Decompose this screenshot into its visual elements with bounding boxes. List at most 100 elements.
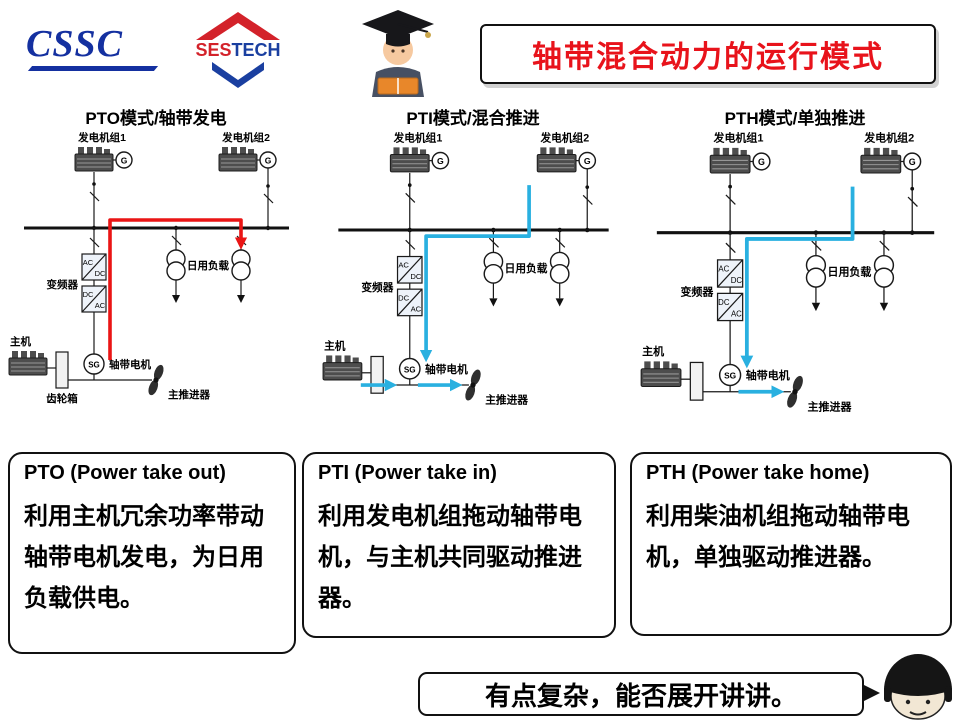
- meme-face-hair-side: [945, 686, 952, 702]
- daily-load-branches: 日用负载: [483, 229, 570, 307]
- generator-set-2: 发电机组2 G: [218, 131, 277, 228]
- main-engine-and-shaft: 主机 齿轮箱 SG 轴带电机 主推进器: [8, 335, 210, 405]
- bus-bar: [24, 225, 289, 231]
- generator2-engine-icon: [536, 146, 577, 173]
- meme-face-mouth: [909, 711, 927, 716]
- graduate-eye: [391, 49, 395, 53]
- sestech-text-tech: TECH: [232, 40, 281, 60]
- load-arrow-icon: [237, 295, 245, 303]
- speech-bubble-tail: [862, 684, 880, 702]
- shaft-motor-label: 轴带电机: [109, 358, 151, 371]
- load-arrow-icon: [811, 302, 821, 312]
- main-engine-and-shaft: 主机 SG 轴带电机 主推进器: [322, 339, 528, 406]
- gearbox-icon: [689, 361, 704, 401]
- gearbox-label: 齿轮箱: [46, 392, 78, 405]
- description-heading: PTI (Power take in): [318, 462, 497, 484]
- description-body: 利用主机冗余功率带动轴带电机发电，为日用负载供电。: [24, 503, 264, 612]
- generator2-label: 发电机组2: [221, 131, 270, 144]
- transformer-icon: [873, 267, 895, 288]
- sestech-text-ses: SES: [195, 40, 231, 60]
- graduate-icon: [362, 10, 434, 97]
- sestech-chevron-shape: [212, 62, 264, 88]
- generator2-g-mark: G: [265, 156, 272, 166]
- sg-mark: SG: [404, 365, 416, 374]
- generator-set-1: 发电机组1 G: [389, 131, 450, 230]
- transformer-icon: [805, 267, 827, 288]
- daily-load-branches: 日用负载: [166, 228, 251, 303]
- breaker-icon: [171, 235, 182, 246]
- breaker-icon: [811, 240, 822, 251]
- sg-mark: SG: [88, 361, 100, 370]
- pti-description-box: PTI (Power take in) 利用发电机组拖动轴带电机，与主机共同驱动…: [302, 452, 616, 638]
- generator1-g-mark: G: [121, 156, 128, 166]
- breaker-icon: [263, 193, 274, 204]
- dc-label: DC: [398, 293, 410, 302]
- generator1-engine-icon: [389, 146, 430, 173]
- daily-load-label: 日用负载: [505, 262, 548, 275]
- transformer-icon: [549, 263, 570, 284]
- description-body: 利用柴油机组拖动轴带电机，单独驱动推进器。: [646, 503, 910, 571]
- slide-title: 轴带混合动力的运行模式: [532, 41, 884, 74]
- single-line-diagram: 发电机组1 G 发电机组2 G: [8, 131, 289, 405]
- transformer-icon: [166, 261, 186, 281]
- speech-bubble-text: 有点复杂，能否展开讲讲。: [484, 680, 797, 711]
- description-body: 利用发电机组拖动轴带电机，与主机共同驱动推进器。: [318, 503, 582, 612]
- breaker-icon: [405, 192, 416, 203]
- load-arrow-icon: [489, 298, 498, 307]
- shaft-motor-label: 轴带电机: [746, 368, 790, 382]
- generator2-label: 发电机组2: [863, 131, 914, 145]
- main-engine-icon: [8, 350, 48, 376]
- graduate-eye: [401, 49, 405, 53]
- gearbox-icon: [370, 355, 384, 394]
- load-arrow-icon: [555, 298, 564, 307]
- daily-load-label: 日用负载: [187, 259, 229, 272]
- dc-label: DC: [95, 269, 106, 278]
- diagram-pth: PTH模式/单独推进 发电机组1 G 发电机组2 G: [638, 104, 952, 465]
- generator1-label: 发电机组1: [393, 131, 443, 144]
- sestech-logo: SESTECH: [195, 12, 281, 88]
- cssc-logo: CSSC: [26, 22, 166, 74]
- power-flow-overlay: [738, 186, 855, 399]
- converter-label: 变频器: [680, 284, 714, 298]
- breaker-icon: [488, 237, 499, 248]
- description-heading: PTH (Power take home): [646, 462, 870, 484]
- dc-label: DC: [410, 272, 422, 281]
- generator1-engine-icon: [709, 147, 751, 174]
- generator1-g-mark: G: [437, 156, 444, 166]
- main-engine-icon: [640, 360, 682, 388]
- cssc-logo-underline: [27, 66, 159, 71]
- power-flow-overlay: [108, 218, 248, 360]
- meme-face-hair: [884, 654, 952, 696]
- main-engine-and-shaft: 主机 SG 轴带电机 主推进器: [640, 344, 852, 414]
- gearbox-icon: [55, 351, 69, 389]
- converter-label: 变频器: [47, 278, 79, 291]
- breaker-icon: [582, 194, 593, 205]
- meme-face-icon: [884, 654, 952, 720]
- diagram-pto: PTO模式/轴带发电 发电机组1 G 发电机组2 G: [6, 104, 306, 450]
- ac-label: AC: [95, 301, 106, 310]
- frequency-converter: AC DC DC AC 变频器: [680, 232, 744, 365]
- bus-bar: [656, 230, 935, 235]
- generator-set-2: 发电机组2 G: [536, 131, 597, 230]
- diagram-pti: PTI模式/混合推进 发电机组1 G 发电机组2 G: [320, 104, 626, 456]
- generator2-engine-icon: [860, 147, 902, 174]
- meme-face-hair-side: [884, 686, 891, 702]
- breaker-icon: [725, 242, 736, 253]
- shaft-motor-label: 轴带电机: [425, 363, 468, 376]
- meme-face-eye: [905, 699, 911, 705]
- graduate-tassel-end: [425, 32, 431, 38]
- ac-label: AC: [731, 309, 742, 318]
- description-heading: PTO (Power take out): [24, 462, 226, 484]
- breaker-icon: [89, 237, 100, 248]
- daily-load-branches: 日用负载: [805, 232, 895, 312]
- diagram-title: PTH模式/单独推进: [724, 109, 866, 128]
- load-arrow-icon: [879, 302, 889, 312]
- generator2-g-mark: G: [909, 157, 916, 167]
- power-flow-overlay: [360, 185, 531, 392]
- generator1-label: 发电机组1: [712, 131, 763, 145]
- frequency-converter: AC DC DC AC 变频器: [47, 228, 107, 354]
- graduate-cap-band: [386, 34, 410, 47]
- generator2-engine-icon: [218, 146, 258, 172]
- generator1-g-circle: [752, 152, 771, 171]
- diagram-title: PTO模式/轴带发电: [85, 109, 227, 128]
